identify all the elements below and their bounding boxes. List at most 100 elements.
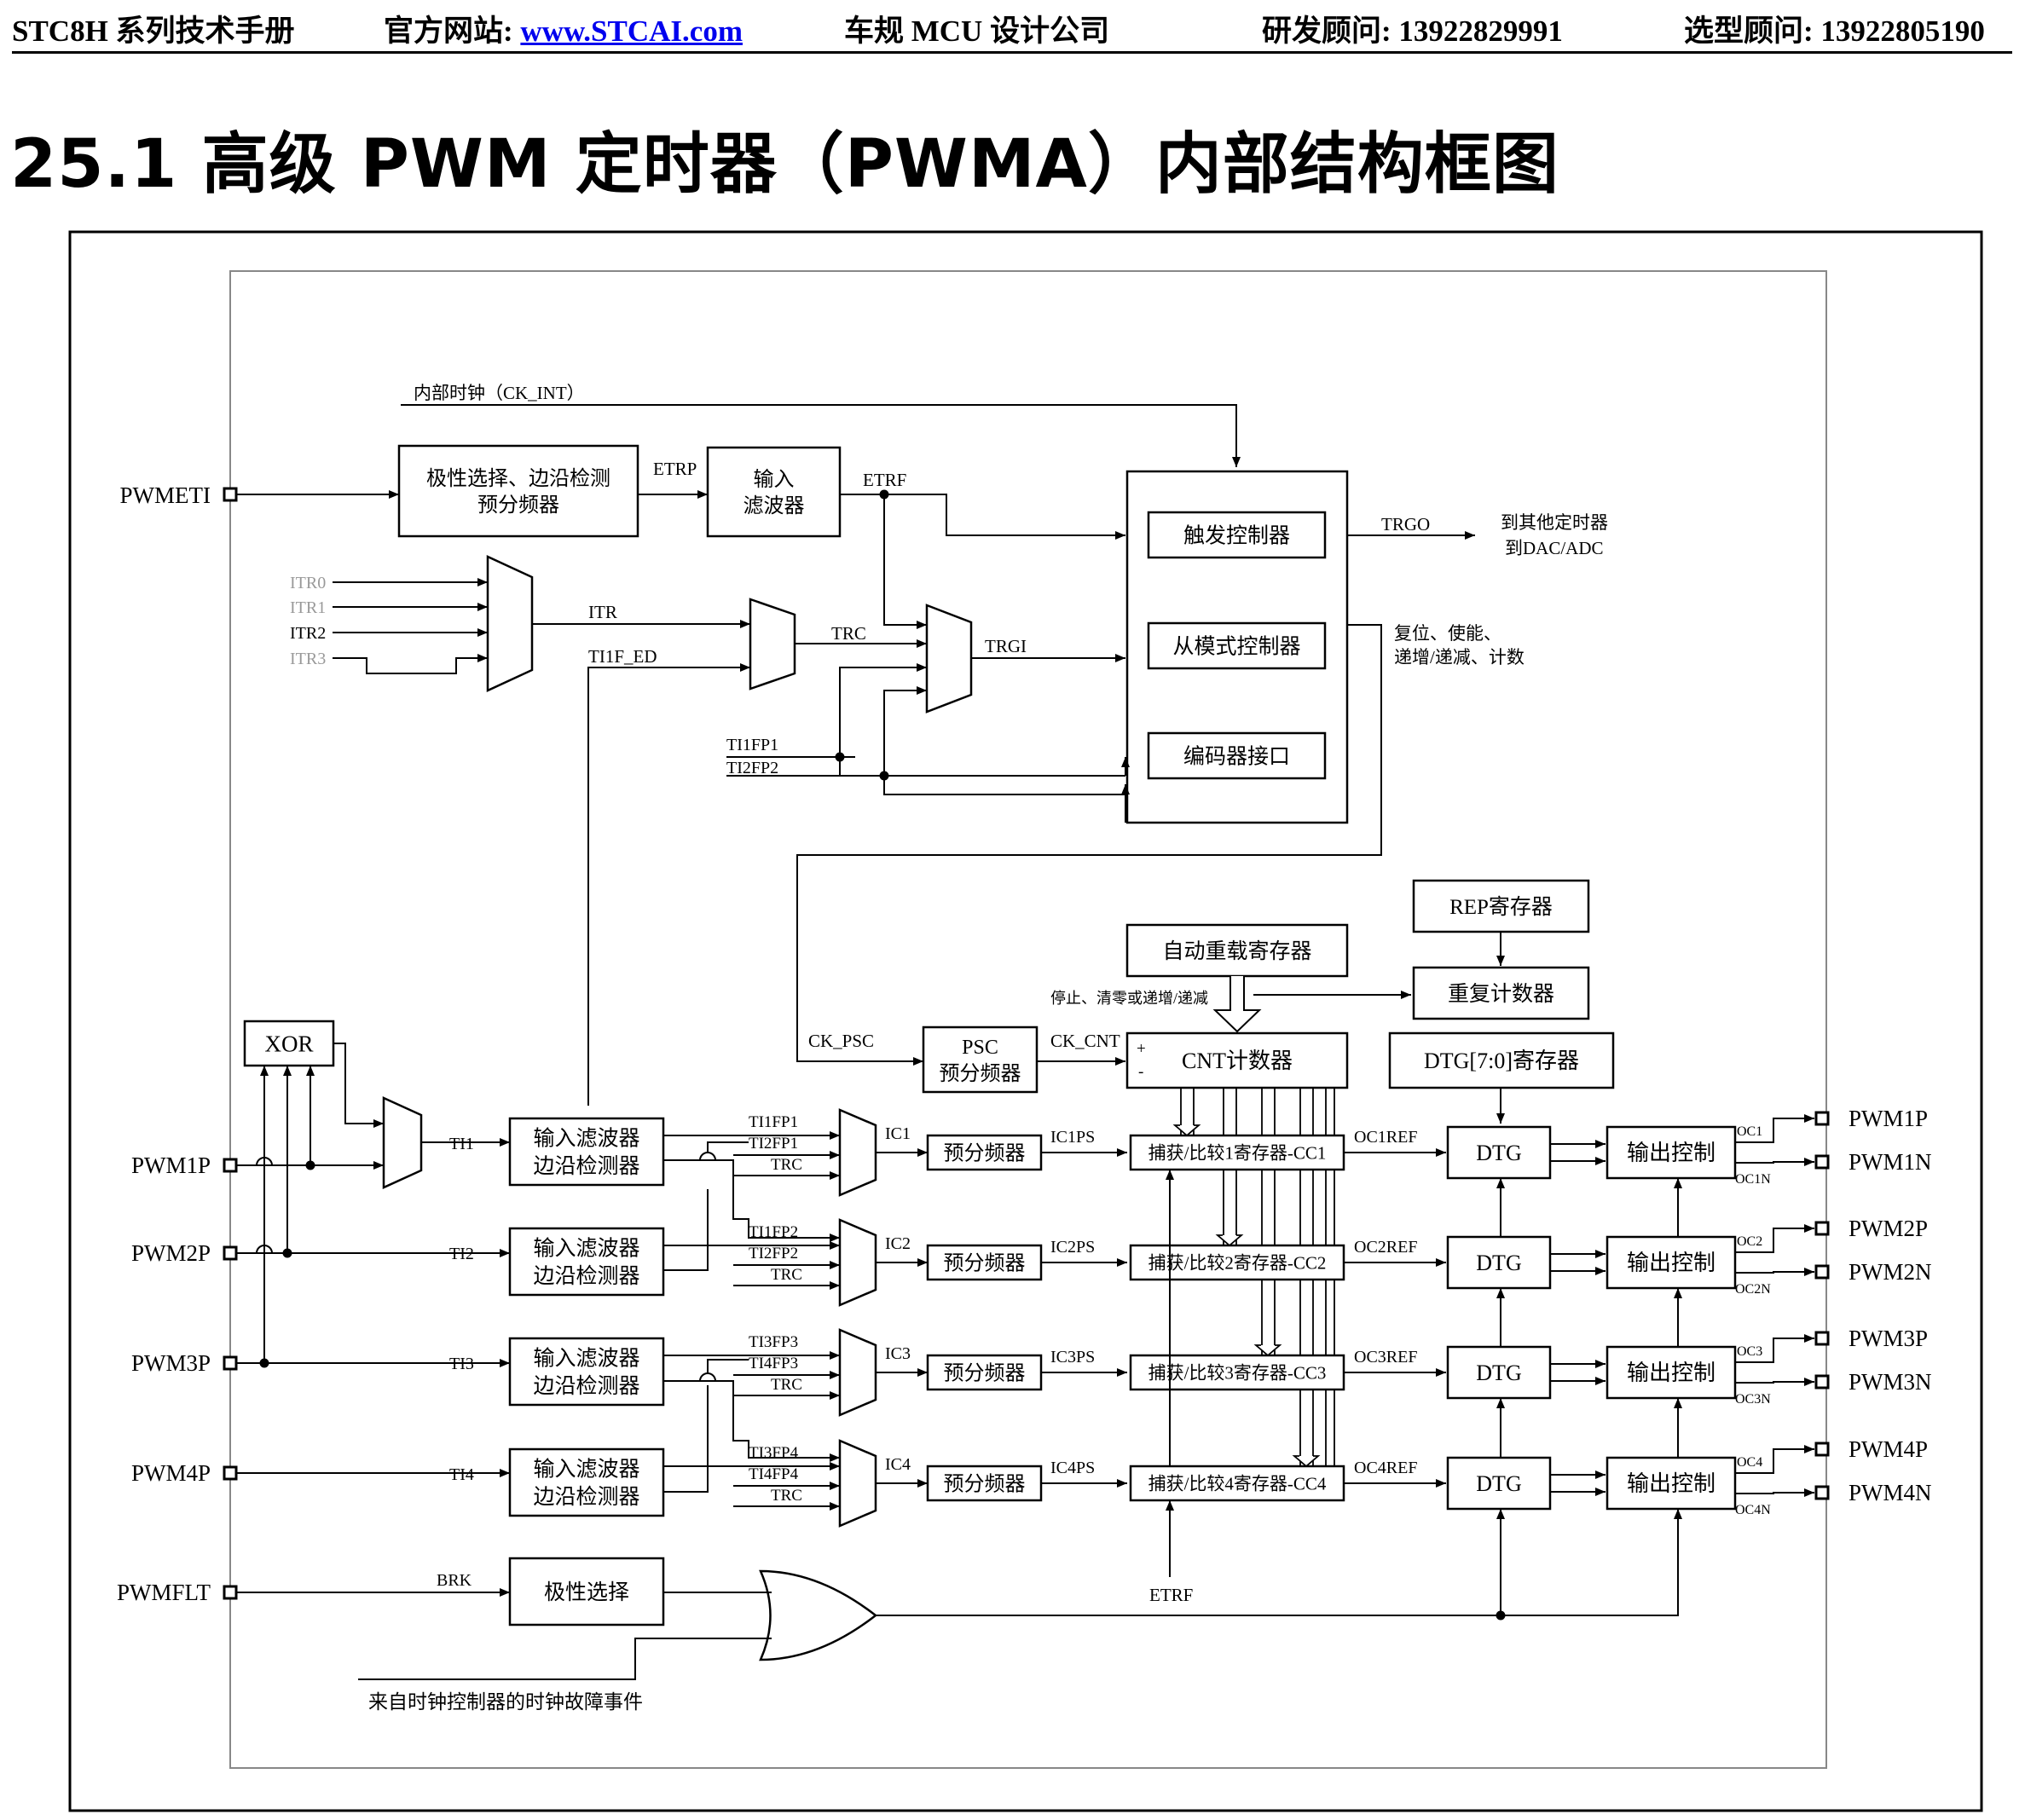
output-control-block-3 bbox=[1606, 1345, 1737, 1400]
itr3-wire bbox=[333, 654, 488, 674]
capture-compare-register-3 bbox=[1129, 1354, 1345, 1391]
fp-label: TI1FP1 bbox=[749, 1113, 798, 1131]
input-filter-edge-block-4 bbox=[508, 1447, 665, 1517]
input-filter-edge-block-4-label: 边沿检测器 bbox=[533, 1485, 639, 1509]
ocn-label: OC3N bbox=[1735, 1392, 1771, 1407]
ic-mux-2 bbox=[838, 1218, 877, 1307]
itr-input-label: ITR2 bbox=[290, 624, 326, 643]
icps-label: IC2PS bbox=[1050, 1238, 1095, 1257]
website-link[interactable]: www.STCAI.com bbox=[520, 14, 743, 48]
output-control-block-2-label: 输出控制 bbox=[1627, 1251, 1715, 1275]
input-filter-edge-block-3-label: 输入滤波器 bbox=[533, 1347, 639, 1371]
oc-label: OC4 bbox=[1737, 1455, 1762, 1470]
website-label: 官方网站: bbox=[384, 14, 521, 48]
input-pin-label: PWM2P bbox=[131, 1240, 211, 1266]
input-filter-edge-block-4-label: 输入滤波器 bbox=[533, 1458, 639, 1482]
fp-label: TI4FP4 bbox=[749, 1465, 799, 1483]
ic-mux-1 bbox=[838, 1108, 877, 1197]
output-control-block-1 bbox=[1606, 1125, 1737, 1180]
output-control-block-4 bbox=[1606, 1456, 1737, 1511]
ocn-wire bbox=[1735, 1268, 1814, 1276]
input-pin-4 bbox=[223, 1465, 238, 1481]
pwmflt-label: PWMFLT bbox=[117, 1580, 211, 1605]
repetition-counter-block-label: 重复计数器 bbox=[1448, 982, 1554, 1006]
output-pin-p4 bbox=[1814, 1442, 1830, 1457]
ic-mux-4 bbox=[838, 1439, 877, 1528]
dtg-block-4 bbox=[1446, 1456, 1552, 1511]
pwmflt-pin bbox=[223, 1585, 238, 1600]
capture-compare-register-4-label: 捕获/比较4寄存器-CC4 bbox=[1148, 1473, 1327, 1494]
input-filter-edge-block-2 bbox=[508, 1227, 665, 1297]
input-filter-edge-block-2-label: 输入滤波器 bbox=[533, 1237, 639, 1261]
icps-label: IC1PS bbox=[1050, 1128, 1095, 1147]
input-filter-edge-block-3-label: 边沿检测器 bbox=[533, 1374, 639, 1398]
itr-input-label: ITR3 bbox=[290, 650, 326, 668]
fp-label: TI3FP3 bbox=[749, 1333, 798, 1351]
ck-int-wire bbox=[401, 404, 1241, 467]
rd-consultant: 研发顾问: 13922829991 bbox=[1262, 14, 1563, 48]
fp-label: TI2FP1 bbox=[749, 1135, 798, 1153]
xor-output-wire bbox=[333, 1043, 384, 1128]
output-pin-n4 bbox=[1814, 1485, 1830, 1500]
fault-or-gate bbox=[759, 1569, 878, 1661]
output-pin-label: PWM2P bbox=[1849, 1216, 1928, 1241]
ic-mux-3 bbox=[838, 1328, 877, 1417]
ti1f-ed-wire bbox=[587, 663, 750, 1106]
ocref-label: OC4REF bbox=[1354, 1459, 1417, 1477]
ti2fp1-wire bbox=[663, 1189, 709, 1271]
trgi-label: TRGI bbox=[985, 636, 1027, 656]
input-filter-edge-block-2-label: 边沿检测器 bbox=[533, 1264, 639, 1288]
trgi-mux bbox=[925, 604, 973, 714]
cnt-counter-block-label: CNT计数器 bbox=[1182, 1049, 1293, 1073]
output-pin-p2 bbox=[1814, 1221, 1830, 1236]
polarity-edge-prescaler-block-label: 预分频器 bbox=[477, 494, 559, 517]
capture-prescaler-2-label: 预分频器 bbox=[944, 1251, 1026, 1274]
crossover bbox=[699, 1152, 716, 1161]
pwmeti-pin bbox=[223, 487, 238, 502]
repetition-counter-block bbox=[1412, 966, 1590, 1020]
input-pin-2 bbox=[223, 1245, 238, 1261]
input-pin-1 bbox=[223, 1158, 238, 1173]
count-direction-label: 递增/递减、计数 bbox=[1394, 647, 1525, 667]
ti-label: TI1 bbox=[449, 1135, 474, 1153]
input-filter-edge-block-1-label: 输入滤波器 bbox=[533, 1127, 639, 1151]
output-pin-label: PWM4P bbox=[1849, 1436, 1928, 1462]
ocn-label: OC1N bbox=[1735, 1172, 1771, 1187]
output-pin-n3 bbox=[1814, 1374, 1830, 1390]
etrf-to-trgi-wire bbox=[883, 494, 927, 629]
ocref-label: OC2REF bbox=[1354, 1238, 1417, 1257]
manual-title: STC8H 系列技术手册 bbox=[12, 14, 295, 48]
dtg-register-block bbox=[1388, 1031, 1615, 1089]
output-pin-p1 bbox=[1814, 1111, 1830, 1126]
oc-label: OC3 bbox=[1737, 1344, 1762, 1359]
trgo-label: TRGO bbox=[1381, 514, 1430, 534]
capture-compare-register-2 bbox=[1129, 1244, 1345, 1281]
xor-block-label: XOR bbox=[264, 1031, 313, 1056]
slave-mode-controller-block-label: 从模式控制器 bbox=[1172, 634, 1300, 658]
ocn-wire bbox=[1735, 1488, 1814, 1497]
ocref-label: OC1REF bbox=[1354, 1128, 1417, 1147]
dtg-block-1 bbox=[1446, 1125, 1552, 1180]
fp-label: TI1FP2 bbox=[749, 1223, 798, 1241]
ic-label: IC2 bbox=[885, 1234, 911, 1253]
ti-label: TI4 bbox=[449, 1465, 474, 1484]
output-control-block-4-label: 输出控制 bbox=[1627, 1471, 1715, 1496]
encoder-interface-block-label: 编码器接口 bbox=[1183, 744, 1290, 768]
crossover bbox=[699, 1372, 716, 1382]
polarity-select-block-label: 极性选择 bbox=[544, 1580, 629, 1604]
capture-prescaler-1 bbox=[926, 1134, 1043, 1171]
dtg-block-3-label: DTG bbox=[1476, 1361, 1521, 1385]
slave-mode-controller-block bbox=[1147, 621, 1327, 670]
ti1fp1-label: TI1FP1 bbox=[726, 736, 778, 754]
cnt-to-cc-arrow bbox=[1172, 1124, 1201, 1137]
icps-label: IC4PS bbox=[1050, 1459, 1095, 1477]
clock-fault-wire bbox=[358, 1638, 772, 1680]
etrf-bottom-label: ETRF bbox=[1149, 1585, 1193, 1605]
oc-label: OC2 bbox=[1737, 1234, 1762, 1249]
capture-prescaler-1-label: 预分频器 bbox=[944, 1141, 1026, 1164]
input-pin-label: PWM3P bbox=[131, 1350, 211, 1376]
ti4fp3-wire bbox=[663, 1385, 709, 1493]
xor-block bbox=[243, 1020, 335, 1067]
ocn-label: OC2N bbox=[1735, 1282, 1771, 1297]
